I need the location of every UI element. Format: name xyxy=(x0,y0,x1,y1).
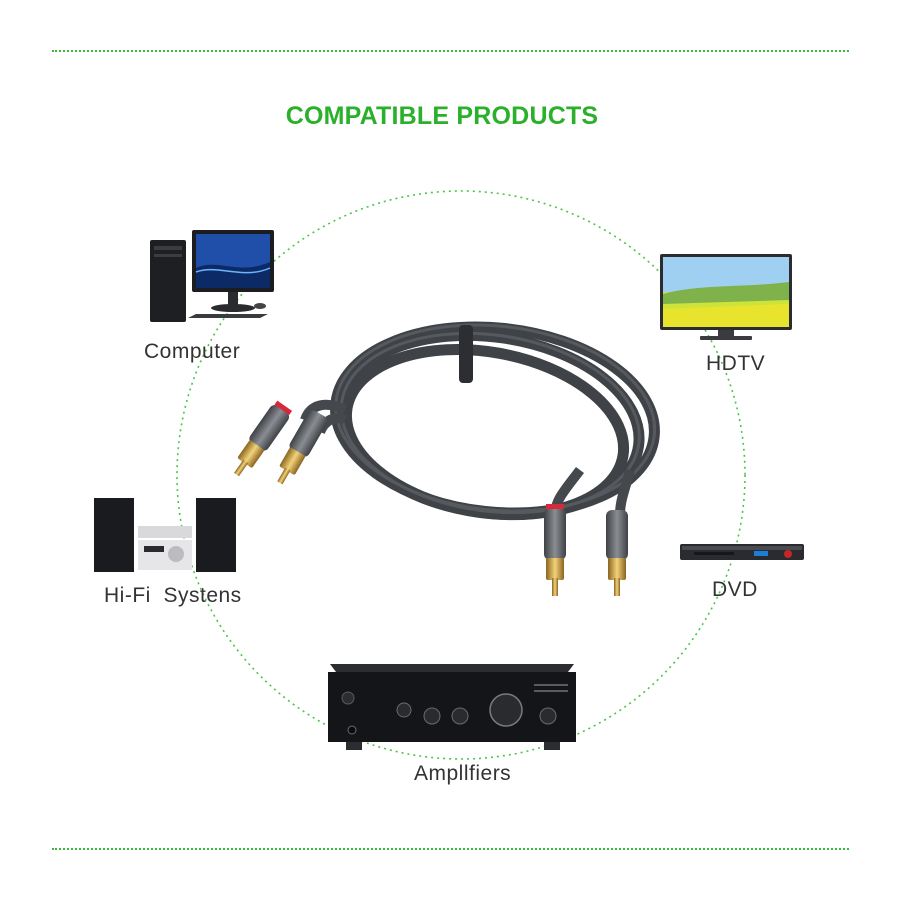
tv-icon xyxy=(660,254,792,340)
hifi-label: Hi-Fi Systens xyxy=(104,584,242,607)
page-title: COMPATIBLE PRODUCTS xyxy=(285,102,599,130)
dvd-label: DVD xyxy=(712,578,758,601)
amplifier-icon xyxy=(328,664,576,750)
computer-label: Computer xyxy=(144,340,241,363)
dvd-player-icon xyxy=(680,544,804,560)
hifi-system-icon xyxy=(94,498,236,572)
hdtv-label: HDTV xyxy=(706,352,766,375)
bottom-dotted-divider xyxy=(52,848,849,850)
computer-icon xyxy=(150,230,274,322)
top-dotted-divider xyxy=(52,50,849,52)
rca-cable-image xyxy=(234,321,660,596)
amplifier-label: Ampllfiers xyxy=(414,762,512,785)
